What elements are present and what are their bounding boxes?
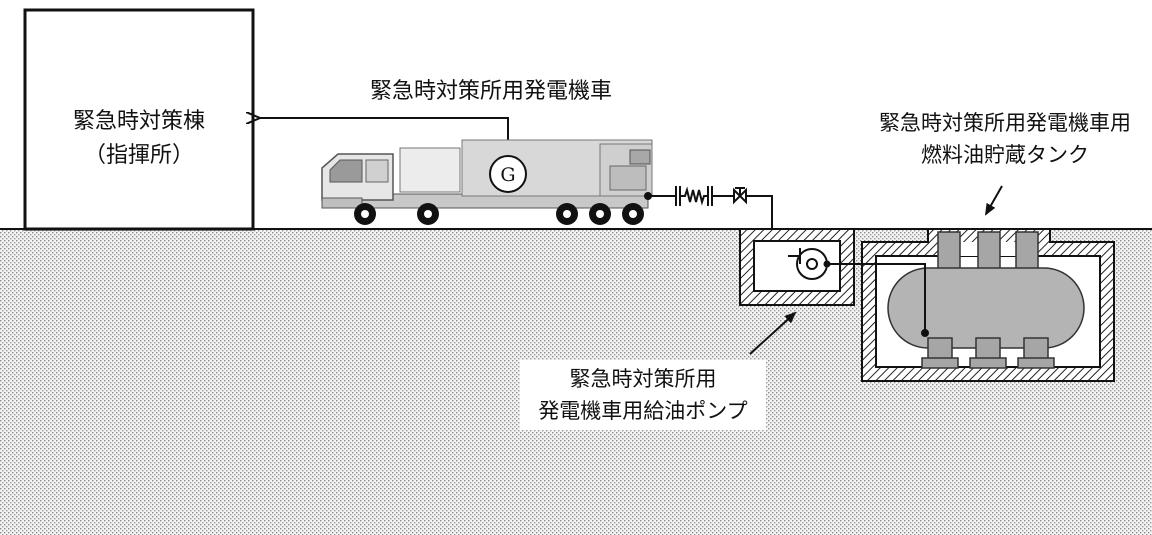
emergency-building: 緊急時対策棟 （指揮所）	[23, 8, 255, 231]
fuel-tank-label-line2: 燃料油貯蔵タンク	[921, 143, 1089, 167]
generator-letter: G	[500, 164, 515, 186]
fuel-tank	[887, 231, 1085, 369]
pump-label-background	[520, 360, 766, 430]
generator-vehicle-label: 緊急時対策所用発電機車	[370, 79, 612, 104]
fuel-tank-label-line1: 緊急時対策所用発電機車用	[879, 111, 1131, 135]
building-subtitle: （指揮所）	[84, 143, 194, 168]
fuel-pump-label-line2: 発電機車用給油ポンプ	[538, 399, 747, 423]
building-name: 緊急時対策棟	[73, 109, 205, 134]
fuel-tank-pointer-arrow	[985, 185, 1003, 216]
fuel-pump-pointer-arrow	[749, 311, 797, 355]
suction-pipe	[823, 260, 929, 337]
generator-symbol: G	[489, 155, 527, 193]
fuel-pump-label-line1: 緊急時対策所用	[570, 367, 717, 391]
generator-truck	[321, 139, 653, 225]
